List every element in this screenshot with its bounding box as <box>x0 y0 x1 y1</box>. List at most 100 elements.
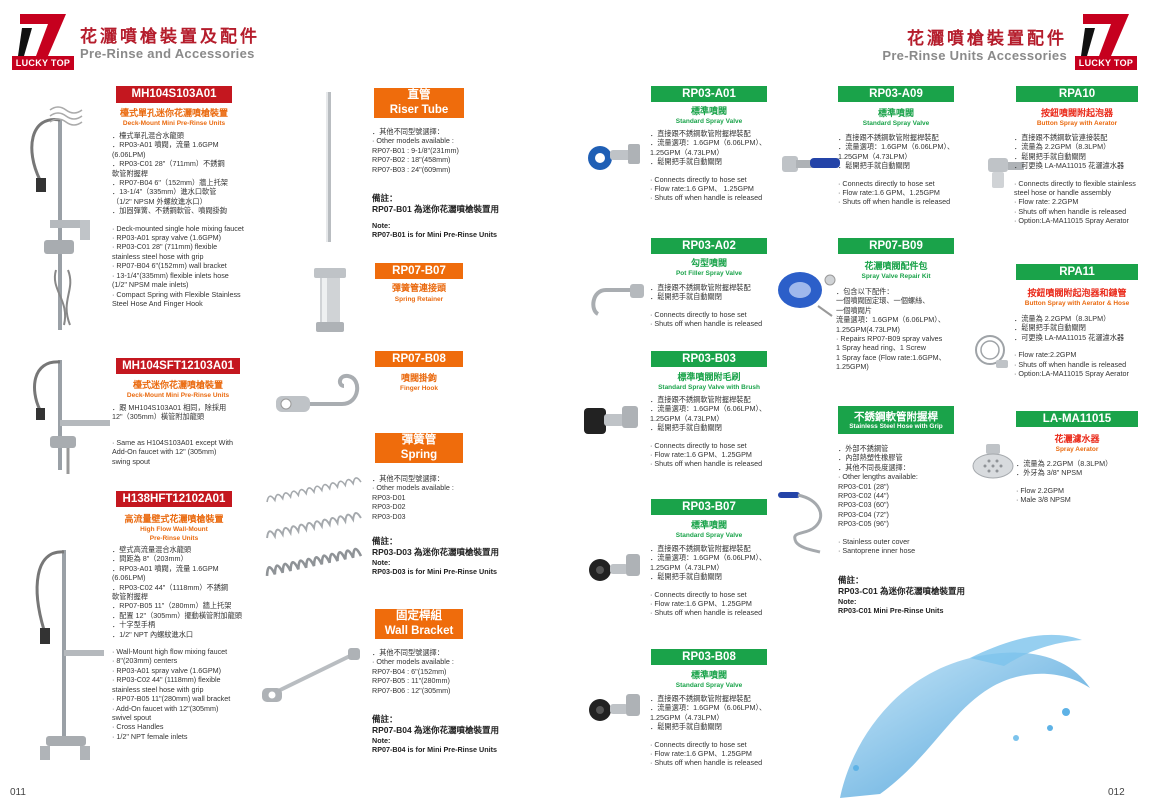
spring-note: 備註： RP03-D03 為迷你花灑噴槍裝置用 Note: RP03-D03 i… <box>372 536 499 577</box>
spec-line: 1.25GPM) <box>836 362 869 372</box>
spec-line: · Shuts off when handle is released <box>838 197 951 207</box>
spec-line: 1.25GPM（4.73LPM） <box>650 562 724 572</box>
note-zh: RP07-B04 為迷你花灑噴槍裝置用 <box>372 725 500 735</box>
riser-note: 備註： RP07-B01 為迷你花灑噴槍裝置用 Note: RP07-B01 i… <box>372 193 499 240</box>
h138-zh-title: 高流量壁式花灑噴槍裝置 <box>124 514 224 524</box>
spec-line: ．直接跟不銹鋼軟管附握桿裝配 <box>650 694 751 703</box>
spring-title-bar: 彈簧管 Spring <box>375 433 463 463</box>
note-zh: RP07-B01 為迷你花灑噴槍裝置用 <box>372 204 500 214</box>
spec-line: · Connects directly to hose set <box>650 739 747 749</box>
spec-line: ．RP07-B04 6"（152mm）牆上托架 <box>112 178 228 188</box>
lama-en: Spray Aerator <box>1055 446 1099 453</box>
wall-bracket-title-bar: 固定桿組 Wall Bracket <box>375 609 463 639</box>
mh104sft-en-title: Deck-Mount Mini Pre-Rinse Units <box>126 392 230 399</box>
spec-line: ．流量選項：1.6GPM（6.06LPM）、 <box>650 138 767 148</box>
finger-hook-image <box>276 373 359 412</box>
spec-line: · 8"(203mm) centers <box>112 656 178 666</box>
note-label: Note: <box>372 736 391 745</box>
rp07b08-code-bar: RP07-B08 <box>375 351 463 367</box>
rp03b03-specs: ．直接跟不銹鋼軟管附握桿裝配 ．流量選項：1.6GPM（6.06LPM）、 1.… <box>650 395 766 469</box>
spec-line: ．直接跟不銹鋼軟管附握桿裝配 <box>650 129 751 138</box>
rp03b07-zh: 標準噴閥 <box>690 520 727 530</box>
rp03b03-code-bar: RP03-B03 <box>651 351 767 367</box>
mh104s-code-bar: MH104S103A01 <box>116 86 232 103</box>
wall-mount-unit-image <box>35 550 104 760</box>
spec-line: · Cross Handles <box>112 722 164 732</box>
rp03a09-code-bar: RP03-A09 <box>838 86 954 102</box>
rp03a02-en: Pot Filler Spray Valve <box>675 270 743 277</box>
spec-line: · Deck-mounted single hole mixing faucet <box>112 223 244 233</box>
spec-line: ．可更換 LA-MA11015 花灑濾水器 <box>1014 161 1125 171</box>
spec-line: swivel spout <box>112 712 152 722</box>
spring-en: Spring <box>400 449 438 461</box>
spec-line: ．流量為 2.2GPM（8.3LPM） <box>1016 459 1113 468</box>
spec-line: ．壁式高流量混合水龍頭 <box>112 545 192 554</box>
spray-valve-brush-image <box>584 406 638 434</box>
spec-line: · Stainless outer cover <box>838 536 910 546</box>
spec-line: · Connects directly to hose set <box>650 440 747 450</box>
spec-line: · Other lengths available: <box>838 472 918 482</box>
spec-line: · Flow rate:1.6 GPM、1.25GPM <box>838 188 940 198</box>
rp03b08-zh: 標準噴閥 <box>690 670 727 680</box>
spec-line: ．外部不銹鋼管 <box>838 444 889 453</box>
spec-line: ．流量選項：1.6GPM（6.06LPM）、 <box>650 404 767 414</box>
spec-line: RP03-C03 (60") <box>838 500 889 510</box>
spec-line: · Shuts off when handle is released <box>1014 359 1127 369</box>
rp03a09-en: Standard Spray Valve <box>862 120 930 127</box>
rp03a09-zh: 標準噴閥 <box>877 108 914 118</box>
spec-line: · Option:LA-MA11015 Spray Aerator <box>1014 216 1129 226</box>
spec-line: · 1/2" NPT female inlets <box>112 731 188 741</box>
spec-line: ．1/2" NPT 內螺紋進水口 <box>112 629 194 639</box>
riser-zh: 直管 <box>407 89 431 101</box>
rp07b08-en: Finger Hook <box>400 385 438 392</box>
spec-line: · Male 3/8 NPSM <box>1016 495 1071 505</box>
lucky-top-logo-left: LUCKY TOP <box>12 12 74 70</box>
rpa11-code-bar: RPA11 <box>1016 264 1138 280</box>
lama-specs: ．流量為 2.2GPM（8.3LPM） ．外牙為 3/8" NPSM · Flo… <box>1016 459 1112 505</box>
spec-line: · Compact Spring with Flexible Stainless <box>112 289 241 299</box>
spec-line: RP03-C01 (28") <box>838 481 889 491</box>
right-header-en: Pre-Rinse Units Accessories <box>882 48 1067 63</box>
spec-line: 12"（305mm）橫管附加龍頭 <box>112 412 205 422</box>
rp03b07-specs: ．直接跟不銹鋼軟管附握桿裝配 ．流量選項：1.6GPM（6.06LPM）、 1.… <box>650 544 766 618</box>
spec-line: ．可更換 LA-MA11015 花灑濾水器 <box>1014 332 1125 342</box>
spec-line: ．鬆開把手就自動關閉 <box>838 161 910 171</box>
spec-line: RP07-B01 : 9-1/8"(231mm) <box>372 145 459 155</box>
spec-line: · Option:LA-MA11015 Spray Aerator <box>1014 369 1129 379</box>
button-spray-image <box>988 158 1024 188</box>
spray-valve-b08-image <box>589 694 640 721</box>
hose-en-title: Stainless Steel Hose with Grip <box>849 423 943 430</box>
spec-line: stainless steel hose with grip <box>112 251 204 261</box>
spec-line: ．流量選項：1.6GPM（6.06LPM）、 <box>838 142 955 152</box>
rp03a02-specs: ．直接跟不銹鋼軟管附握桿裝配 ．鬆開把手就自動關閉 · Connects dir… <box>650 283 762 329</box>
h138-en-title-1: High Flow Wall-Mount <box>140 526 208 533</box>
mh104sft-specs: ．跟 MH104S103A01 相同，除採用 12"（305mm）橫管附加龍頭 … <box>112 403 233 466</box>
spec-line: 軟管附握桿 <box>112 592 148 602</box>
rpa10-zh: 按鈕噴閥附起泡器 <box>1040 108 1113 118</box>
note-label: 備註： <box>838 575 864 585</box>
note-en: RP03-D03 is for Mini Pre-Rinse Units <box>372 567 498 577</box>
rp03a09-specs: ．直接跟不銹鋼軟管附握桿裝配 ．流量選項：1.6GPM（6.06LPM）、 1.… <box>838 133 954 207</box>
spec-line: ．內部熱塑性橡膠管 <box>838 453 903 463</box>
spec-line: · Other models available : <box>372 136 454 146</box>
spec-line: Steel Hose And Finger Hook <box>112 298 203 308</box>
rp03b08-code-bar: RP03-B08 <box>651 649 767 665</box>
rpa10-specs: ．直接跟不銹鋼軟管連接裝配 ．流量為 2.2GPM（8.3LPM） ．鬆開把手就… <box>1014 133 1136 226</box>
spec-line: · Connects directly to hose set <box>650 309 747 319</box>
spec-line: RP07-B03 : 24"(609mm) <box>372 164 451 174</box>
rp07b09-en: Spray Valve Repair Kit <box>861 273 931 280</box>
spec-line: stainless steel hose with grip <box>112 684 204 694</box>
spec-line: (6.06LPM) <box>112 149 146 159</box>
logo-mark-icon <box>1081 14 1129 56</box>
spec-line: （1/2" NPSM 外螺紋進水口） <box>112 196 207 206</box>
spec-line: ．鬆開把手就自動關閉 <box>650 572 722 582</box>
spec-line: · Santoprene inner hose <box>838 546 916 556</box>
deck-mount-unit-image <box>30 106 90 330</box>
spray-valve-image <box>588 144 640 170</box>
spec-line: ．流量選項：1.6GPM（6.06LPM）、 <box>650 703 767 713</box>
spec-line: ．鬆開把手就自動關閉 <box>650 157 722 167</box>
lucky-top-logo-right: LUCKY TOP <box>1075 12 1137 70</box>
note-en: RP07-B01 is for Mini Pre-Rinse Units <box>372 230 498 240</box>
spec-line: 流量選項：1.6GPM（6.06LPM）、 <box>836 315 946 325</box>
stainless-hose-image <box>778 492 822 554</box>
